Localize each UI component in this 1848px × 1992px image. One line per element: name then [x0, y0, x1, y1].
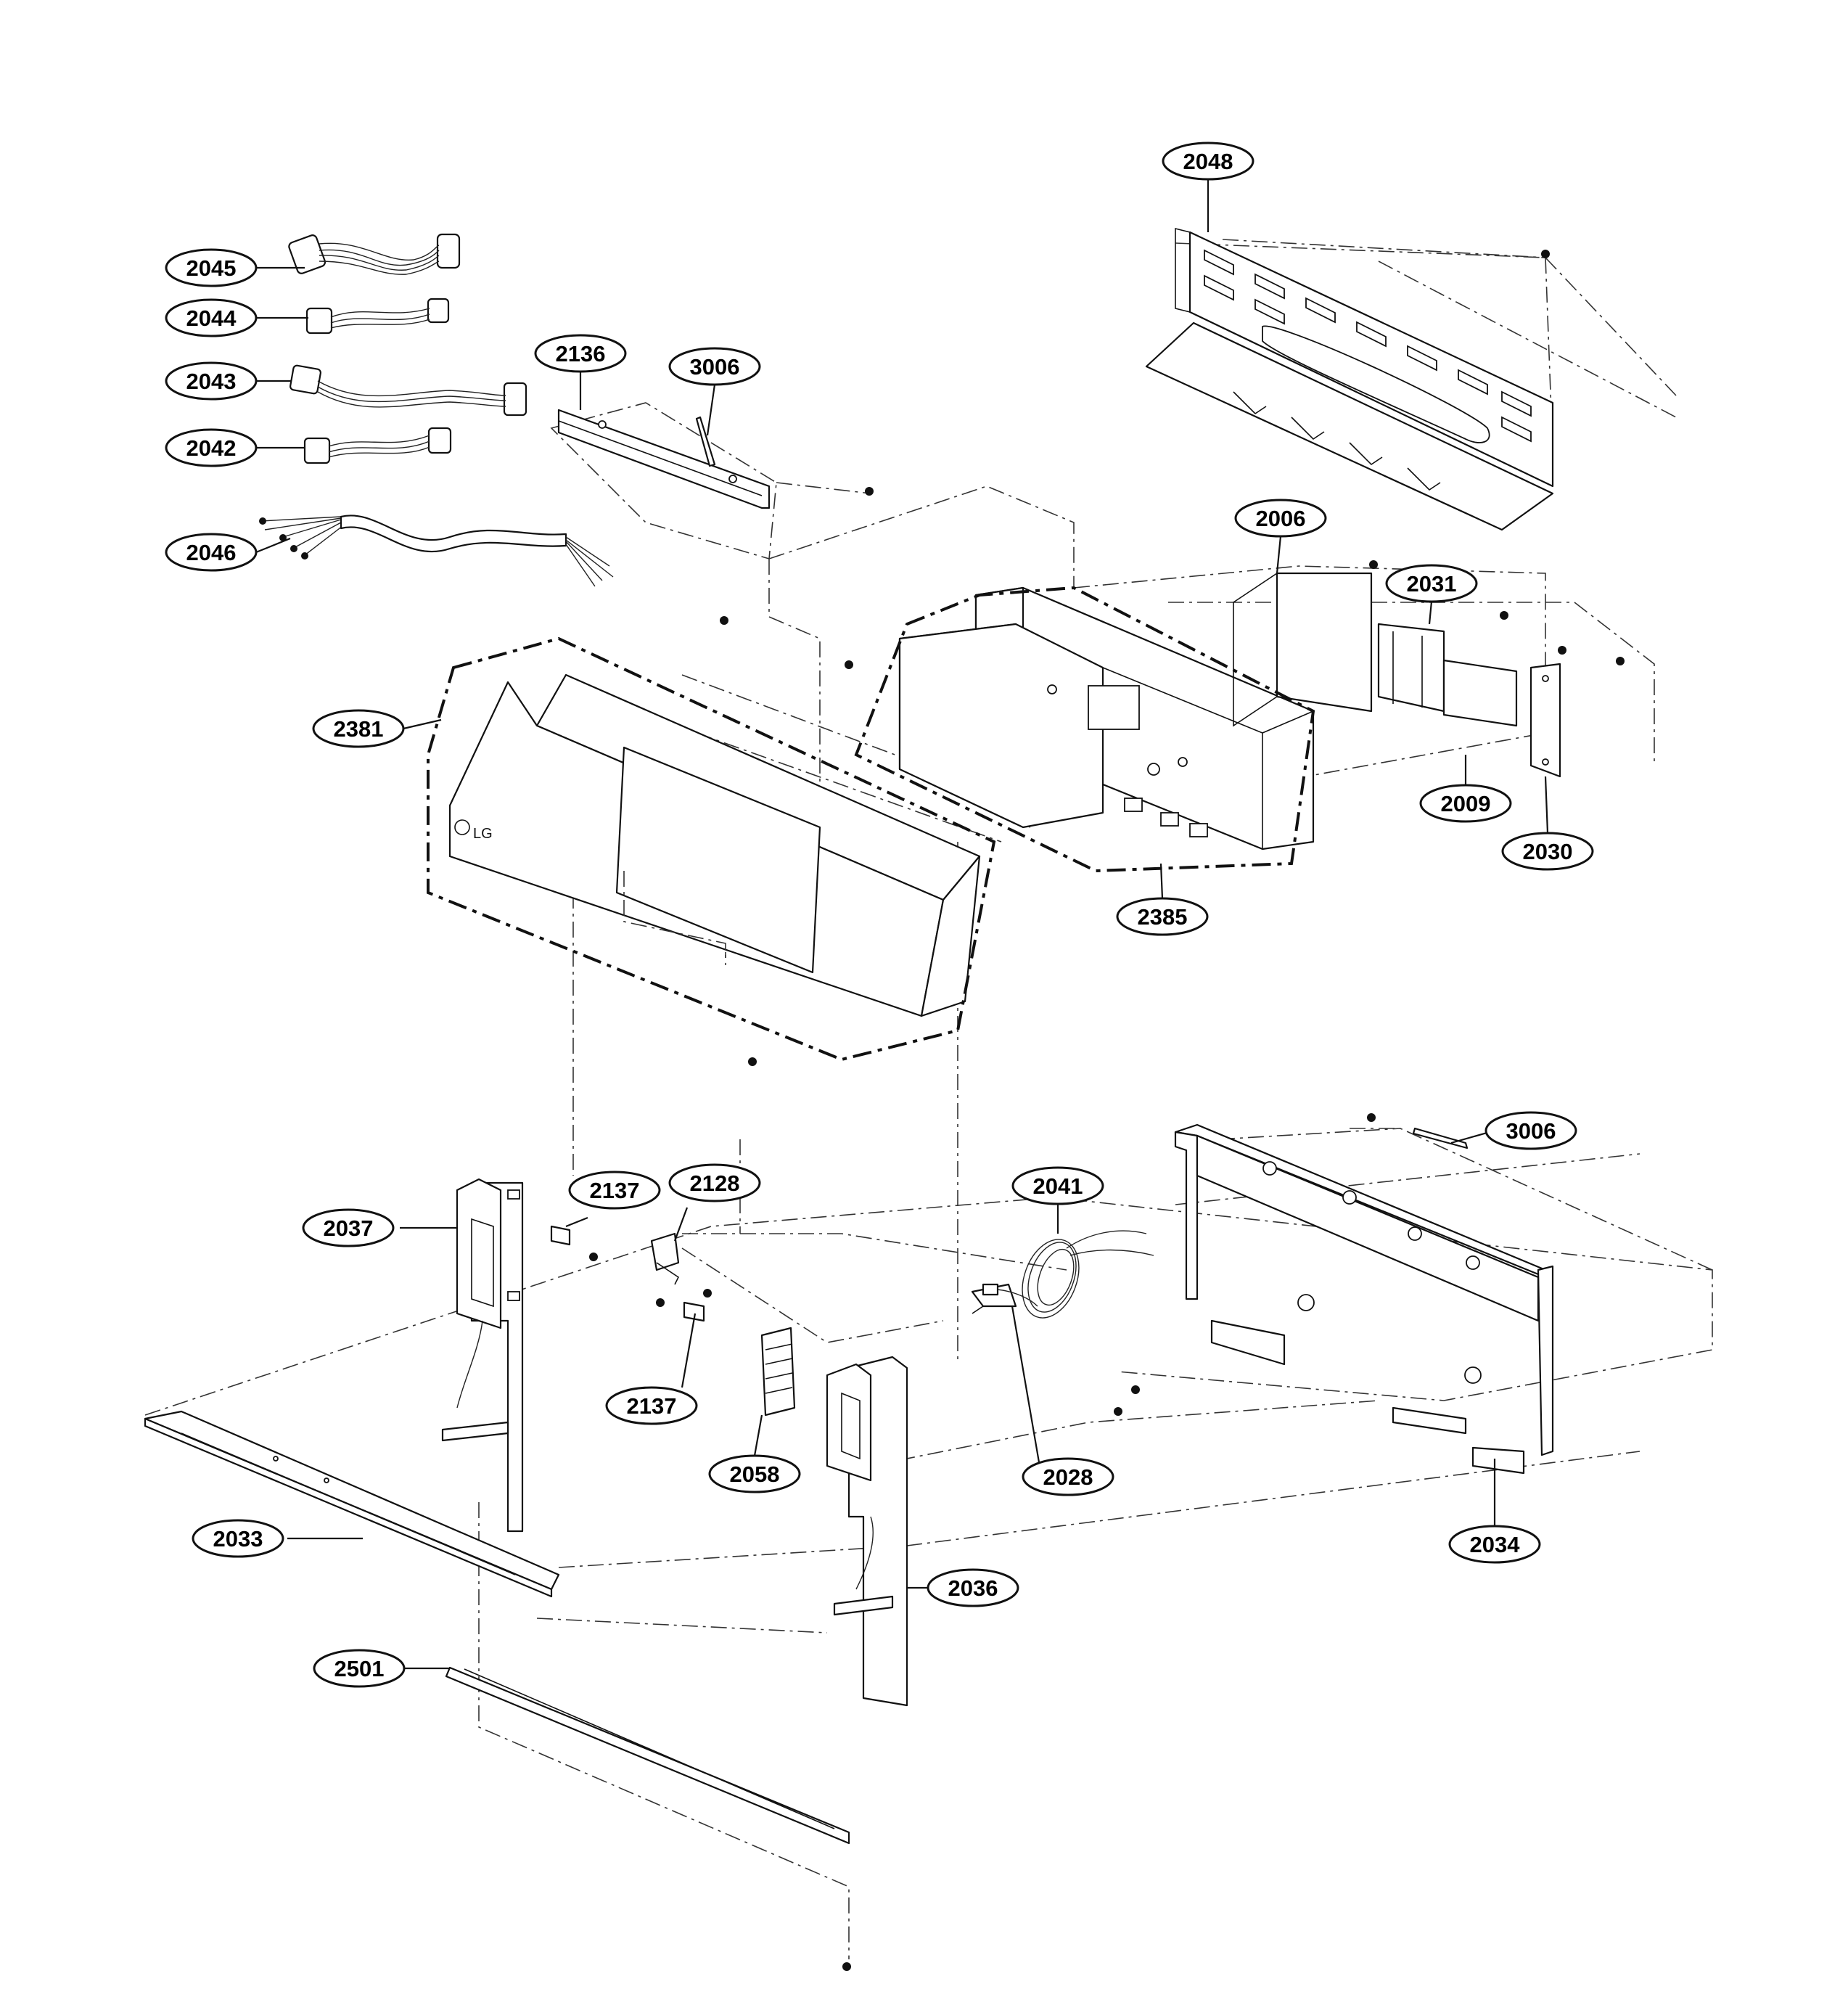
callout-label: 2030 — [1523, 839, 1573, 864]
callout-label: 2501 — [334, 1656, 385, 1681]
screw — [589, 1253, 598, 1261]
screw — [842, 1962, 851, 1971]
callout-label: 3006 — [690, 354, 740, 380]
callout-2031: 2031 — [1385, 564, 1478, 603]
vent-slots — [1204, 249, 1532, 443]
board-2030 — [1529, 663, 1561, 778]
leader-lines — [255, 179, 1549, 1670]
callout-2042: 2042 — [165, 428, 258, 467]
callout-2137-upper: 2137 — [568, 1171, 661, 1210]
callout-2028: 2028 — [1022, 1457, 1114, 1496]
callout-label: 2136 — [556, 341, 606, 366]
frame-2034 — [1174, 1123, 1554, 1475]
screw — [1114, 1407, 1122, 1416]
harness-2045 — [288, 233, 461, 275]
screw — [1500, 611, 1508, 620]
callout-2033: 2033 — [192, 1519, 284, 1558]
callout-label: 2385 — [1138, 904, 1188, 930]
harness-2042 — [303, 427, 452, 464]
callout-label: 2037 — [324, 1216, 374, 1241]
callout-label: 2137 — [627, 1393, 677, 1419]
screw — [1616, 657, 1625, 665]
rail-2033 — [144, 1410, 560, 1598]
screw — [1131, 1385, 1140, 1394]
harness-2043 — [289, 364, 527, 417]
callout-label: 3006 — [1506, 1118, 1556, 1144]
rear-vent-panel-2048 — [1145, 227, 1554, 531]
callout-2046: 2046 — [165, 533, 258, 572]
callout-label: 2044 — [186, 306, 237, 331]
screw — [703, 1289, 712, 1298]
callout-label: 2009 — [1441, 791, 1491, 816]
bracket-2136 — [557, 409, 771, 509]
group-outline-2381 — [427, 636, 996, 1062]
clip-2137-lower — [683, 1301, 705, 1322]
screws — [589, 250, 1625, 1971]
callout-2381: 2381 — [312, 709, 405, 748]
callout-label: 2028 — [1043, 1464, 1093, 1490]
callout-2030: 2030 — [1501, 832, 1594, 871]
callout-label: 2128 — [690, 1171, 740, 1196]
callout-2037: 2037 — [302, 1208, 395, 1247]
board-2006 — [1233, 572, 1373, 727]
screw — [845, 660, 853, 669]
callout-label: 2041 — [1033, 1173, 1083, 1199]
callout-label: 2048 — [1183, 149, 1233, 174]
callout-2128: 2128 — [668, 1163, 761, 1202]
callout-2048: 2048 — [1162, 142, 1254, 181]
screw — [865, 487, 874, 496]
control-housing-2385 — [898, 586, 1315, 851]
callout-2136: 2136 — [534, 334, 627, 373]
callout-3006-lower: 3006 — [1484, 1111, 1577, 1150]
side-bracket-2037 — [441, 1178, 524, 1533]
clip-2137-upper — [550, 1225, 571, 1246]
callout-2385: 2385 — [1116, 897, 1209, 936]
screw — [656, 1298, 665, 1307]
callout-label: 2043 — [186, 369, 237, 394]
callout-2058: 2058 — [708, 1454, 801, 1493]
harness-2046 — [259, 515, 614, 587]
screw — [1369, 560, 1378, 569]
rail-2501 — [445, 1666, 850, 1845]
callout-label: 2058 — [730, 1462, 780, 1487]
harness-2044 — [305, 298, 450, 335]
screw — [1541, 250, 1550, 258]
callout-2041: 2041 — [1011, 1166, 1104, 1205]
callout-2043: 2043 — [165, 361, 258, 401]
callout-2044: 2044 — [165, 298, 258, 337]
switch-block-2058 — [760, 1327, 796, 1417]
lg-logo: LG — [473, 826, 493, 842]
front-panel-2381: LG — [448, 673, 981, 1017]
callouts: 2048 2045 2044 2043 2042 2046 2136 3006 — [165, 142, 1594, 1688]
callout-label: 2381 — [334, 716, 384, 742]
side-bracket-2036 — [826, 1356, 908, 1707]
callout-3006-upper: 3006 — [668, 347, 761, 386]
bracket-2128 — [650, 1232, 680, 1285]
callout-label: 2046 — [186, 540, 237, 565]
callout-2009: 2009 — [1419, 784, 1512, 823]
callout-label: 2045 — [186, 255, 237, 281]
screw — [748, 1057, 757, 1066]
board-2031 — [1377, 623, 1445, 713]
callout-label: 2006 — [1256, 506, 1306, 531]
callout-label: 2137 — [590, 1178, 640, 1203]
group-outline-2385 — [854, 586, 1315, 873]
callout-2034: 2034 — [1448, 1525, 1541, 1564]
callout-2006: 2006 — [1234, 499, 1327, 538]
callout-2036: 2036 — [927, 1568, 1019, 1607]
screw — [1558, 646, 1566, 655]
callout-2045: 2045 — [165, 248, 258, 287]
board-2009 — [1442, 659, 1518, 727]
callout-label: 2042 — [186, 435, 237, 461]
callout-label: 2034 — [1470, 1532, 1521, 1557]
cord-2041 — [982, 1230, 1154, 1319]
callout-label: 2031 — [1407, 571, 1457, 597]
callout-2501: 2501 — [313, 1649, 406, 1688]
screw — [1367, 1113, 1376, 1122]
callout-label: 2036 — [948, 1575, 998, 1601]
callout-2137-lower: 2137 — [605, 1386, 698, 1425]
screw — [720, 616, 728, 625]
callout-label: 2033 — [213, 1526, 263, 1552]
